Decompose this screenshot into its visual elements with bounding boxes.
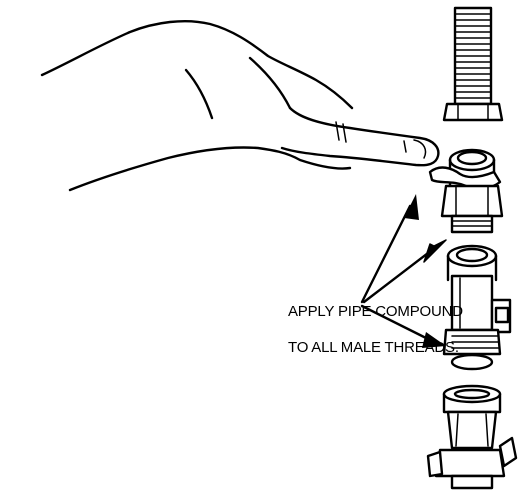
callout-line-2: TO ALL MALE THREADS. <box>288 339 468 357</box>
callout-line-1: APPLY PIPE COMPOUND <box>288 303 468 321</box>
adapter-fitting <box>430 150 502 232</box>
hand-illustration <box>42 21 438 190</box>
arrow-head-upper-icon <box>404 194 419 220</box>
shutoff-valve <box>428 386 516 488</box>
arrow-head-middle-icon <box>424 240 446 262</box>
flexible-hose <box>444 8 502 120</box>
callout-label: APPLY PIPE COMPOUND TO ALL MALE THREADS. <box>288 285 468 375</box>
